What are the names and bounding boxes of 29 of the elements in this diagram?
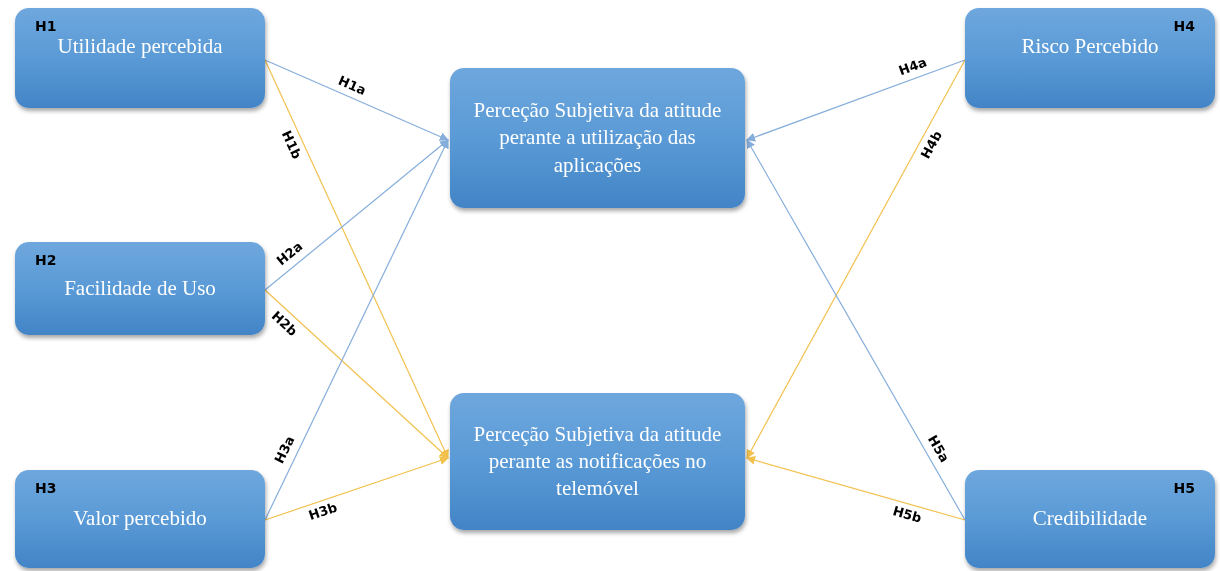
hypothesis-label: H1 bbox=[35, 18, 57, 34]
concept-box bbox=[450, 393, 745, 530]
arrow bbox=[264, 139, 449, 521]
concept-box bbox=[15, 470, 265, 568]
hypothesis-label: H2 bbox=[35, 252, 57, 268]
arrow bbox=[746, 59, 966, 142]
arrow bbox=[264, 289, 449, 459]
arrow bbox=[264, 59, 449, 459]
concept-text: Perceção Subjetiva da atitude perante as notificações no telemóvel bbox=[472, 420, 723, 503]
arrow bbox=[264, 456, 449, 521]
concept-text: Risco Percebido bbox=[1021, 33, 1159, 61]
hypothesis-label: H5 bbox=[1173, 480, 1195, 496]
arrow bbox=[746, 59, 966, 459]
concept-box bbox=[15, 8, 265, 108]
concept-text: Facilidade de Uso bbox=[64, 274, 216, 302]
arrow bbox=[746, 455, 966, 521]
concept-text: Utilidade percebida bbox=[57, 33, 223, 61]
concept-box bbox=[965, 8, 1215, 108]
concept-text: Credibilidade bbox=[1032, 505, 1148, 533]
hypothesis-label: H3 bbox=[35, 480, 57, 496]
concept-text: Perceção Subjetiva da atitude perante a utilização das aplicações bbox=[472, 97, 723, 179]
arrow bbox=[264, 139, 449, 291]
arrow bbox=[746, 139, 966, 521]
arrow bbox=[264, 59, 449, 141]
concept-box bbox=[450, 68, 745, 208]
hypothesis-label: H4 bbox=[1173, 18, 1195, 34]
concept-box bbox=[965, 470, 1215, 568]
concept-box bbox=[15, 242, 265, 335]
concept-text: Valor percebido bbox=[73, 505, 207, 533]
